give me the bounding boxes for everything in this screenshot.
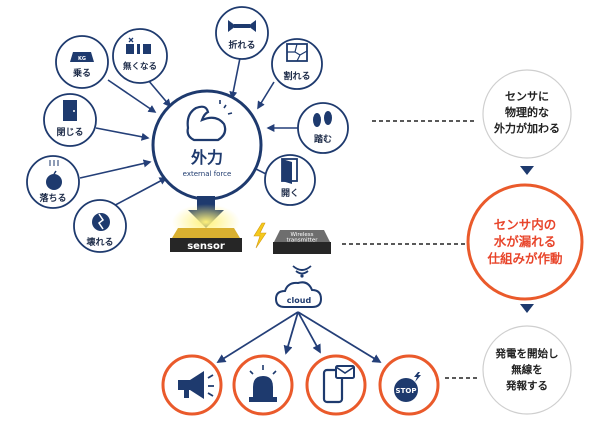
force-label: 開く [281,188,299,199]
external-force-subtitle: external force [183,170,232,178]
force-label: 折れる [228,39,255,51]
force-item-crack: 割れる [271,38,323,90]
step-1: センサに 物理的な 外力が加わる [482,69,572,159]
force-item-ride: KG 乗る [55,35,109,89]
force-label: 落ちる [39,192,66,204]
force-label: 無くなる [123,61,157,72]
scale-icon: KG [70,52,94,62]
wifi-signal-icon [292,265,312,278]
step-text: 仕組みが作動 [486,251,562,266]
force-item-missing: 無くなる [112,28,168,84]
output-megaphone [161,354,223,416]
force-label: 閉じる [56,127,83,138]
step-2: センサ内の 水が漏れる 仕組みが作動 [466,183,584,301]
output-stop: STOP [378,354,440,416]
cracked-glass-icon [286,43,308,62]
flexed-arm-icon [186,100,233,142]
force-item-bend: 折れる [215,6,269,60]
step-text: 外力が加わる [493,121,560,135]
megaphone-icon [178,371,214,399]
objects-missing-icon [126,37,151,54]
external-force-title: 外力 [190,148,223,167]
open-door-icon [281,158,298,184]
force-arrows [79,57,298,211]
broken-icon [92,213,110,231]
step-arrow [520,166,534,175]
force-label: 乗る [73,67,91,79]
step-text: 発報する [505,379,548,392]
stop-sign-icon: STOP [394,372,421,402]
cloud-node: cloud [274,281,323,308]
dashed-connectors [342,120,480,379]
footprint-icon [313,111,332,127]
siren-light-icon [249,365,277,402]
force-item-broken: 壊れる [73,199,127,253]
output-siren [232,354,294,416]
step-text: 発電を開始し [495,347,559,360]
output-phone-message [305,354,367,416]
svg-text:STOP: STOP [396,387,417,395]
force-item-open: 開く [264,154,316,206]
external-force-node: 外力 external force [151,89,263,201]
transmitter-line2: transmitter [287,238,319,244]
phone-message-icon [322,365,355,404]
outputs: STOP [161,354,440,416]
svg-text:KG: KG [78,56,86,62]
force-item-close: 閉じる [43,93,97,147]
sensor-device: sensor [170,204,242,252]
wireless-transmitter: Wireless transmitter [273,230,331,254]
force-item-fall: 落ちる [26,155,80,209]
sensor-label: sensor [187,241,225,252]
lightning-icon [253,222,267,249]
force-label: 踏む [314,133,332,145]
step-arrow [520,304,534,313]
force-label: 壊れる [86,236,113,248]
step-text: センサ内の [494,217,557,232]
step-text: センサに [505,90,549,103]
step-text: 物理的な [505,105,549,119]
step-3: 発電を開始し 無線を 発報する [482,325,572,415]
force-item-step: 踏む [297,102,349,154]
step-text: 水が漏れる [494,234,557,249]
force-label: 割れる [283,70,310,82]
step-text: 無線を [511,363,543,376]
falling-apple-icon [46,160,62,190]
cloud-label: cloud [287,296,312,305]
force-items: KG 乗る 無くなる 折れる [26,6,349,253]
transmitter-line1: Wireless [290,232,313,238]
output-arrows [216,311,382,363]
closed-door-icon [63,100,77,121]
bent-bar-icon [228,20,256,32]
